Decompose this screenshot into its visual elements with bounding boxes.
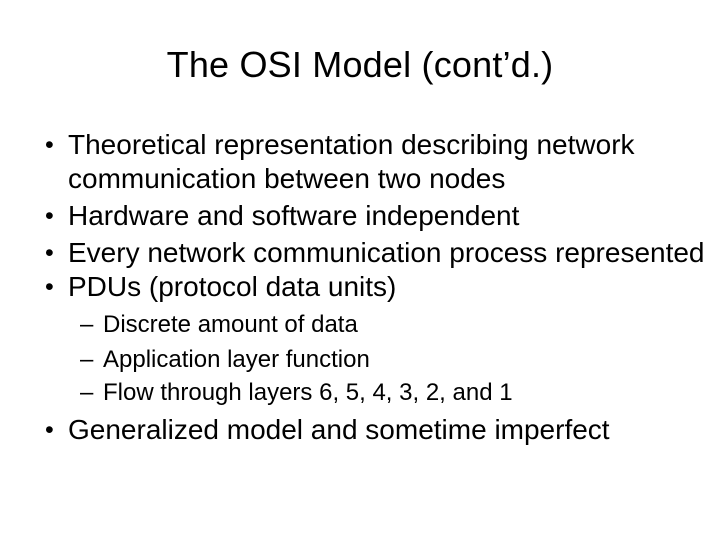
bullet-item: • Generalized model and sometime imperfe… xyxy=(45,413,712,447)
dash-icon: – xyxy=(80,379,94,406)
bullet-item: • PDUs (protocol data units) xyxy=(45,270,712,304)
bullet-item: • Every network communication process re… xyxy=(45,236,712,270)
sub-bullet-text: Flow through layers 6, 5, 4, 3, 2, and 1 xyxy=(103,379,513,406)
bullet-icon: • xyxy=(45,273,54,301)
bullet-icon: • xyxy=(45,239,54,267)
bullet-text: PDUs (protocol data units) xyxy=(68,271,397,302)
dash-icon: – xyxy=(80,346,94,373)
sub-bullet-item: – Discrete amount of data xyxy=(80,310,690,340)
dash-icon: – xyxy=(80,311,94,338)
bullet-text: Hardware and software independent xyxy=(68,200,520,231)
slide-title: The OSI Model (cont’d.) xyxy=(166,44,554,85)
sub-bullet-item: – Application layer function xyxy=(80,345,690,375)
bullet-item: • Theoretical representation describing … xyxy=(45,128,712,196)
bullet-icon: • xyxy=(45,202,54,230)
sub-bullet-text: Application layer function xyxy=(103,346,370,373)
bullet-icon: • xyxy=(45,416,54,444)
bullet-text: Every network communication process repr… xyxy=(68,237,705,268)
bullet-icon: • xyxy=(45,131,54,159)
bullet-item: • Hardware and software independent xyxy=(45,199,712,233)
sub-bullet-item: – Flow through layers 6, 5, 4, 3, 2, and… xyxy=(80,378,690,408)
bullet-text: Theoretical representation describing ne… xyxy=(68,129,635,194)
sub-bullet-text: Discrete amount of data xyxy=(103,311,358,338)
bullet-text: Generalized model and sometime imperfect xyxy=(68,414,610,445)
